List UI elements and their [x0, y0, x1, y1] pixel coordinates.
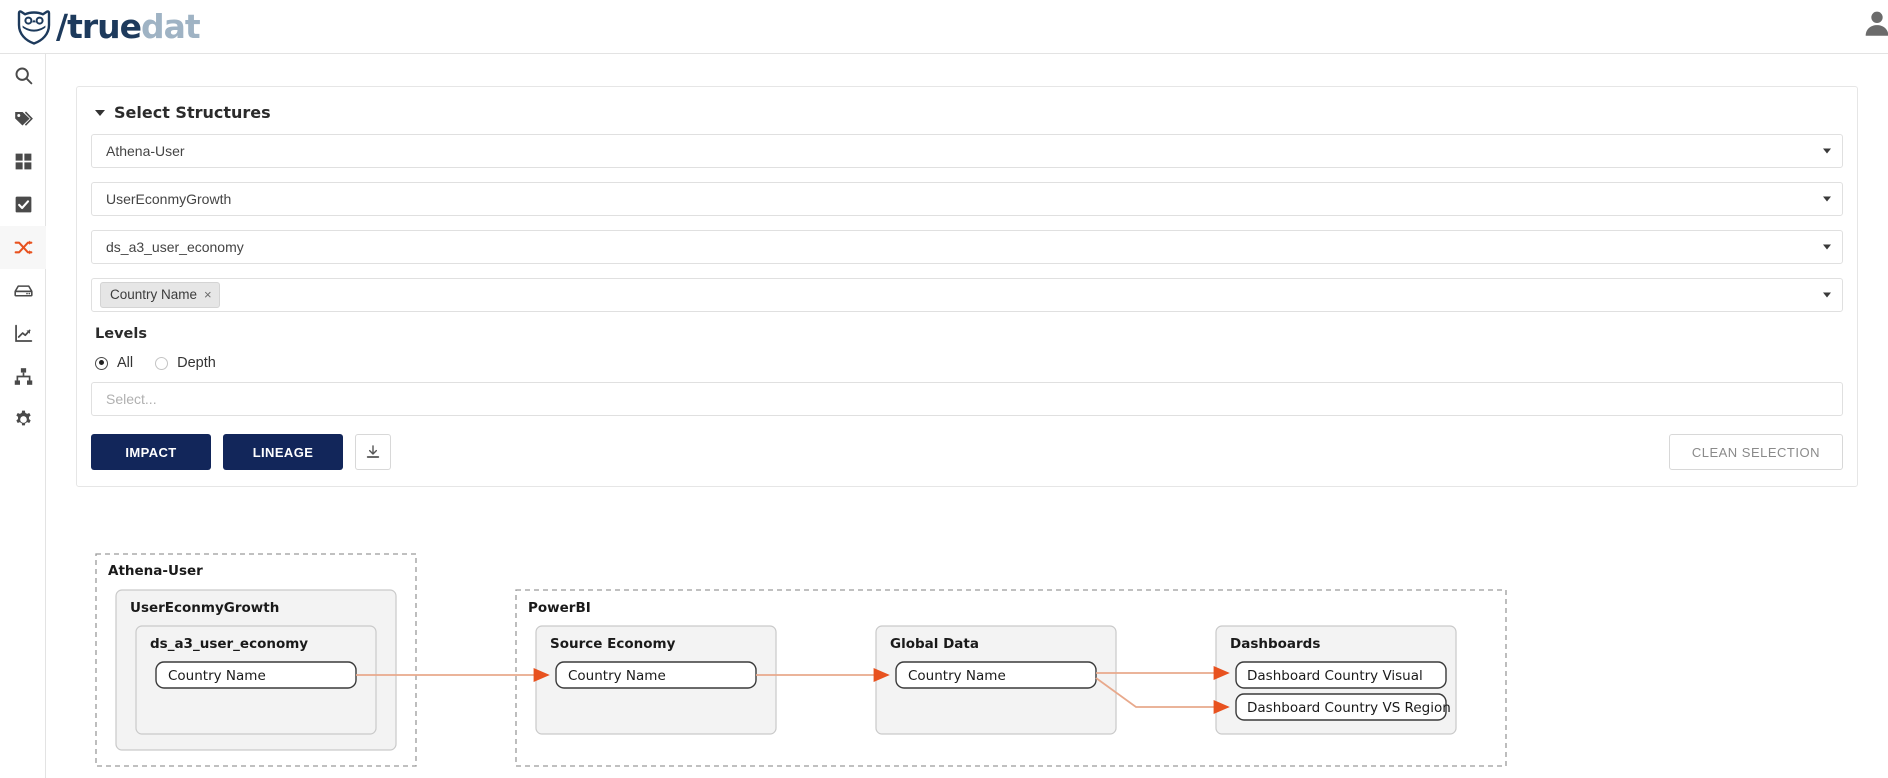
sidebar-item-quality[interactable]	[0, 183, 46, 226]
search-icon	[15, 67, 32, 85]
field-label-country-name-source: Country Name	[568, 668, 666, 684]
select-structure-value: ds_a3_user_economy	[106, 239, 244, 255]
select-structure[interactable]: ds_a3_user_economy	[91, 230, 1843, 264]
download-icon	[366, 445, 380, 458]
field-box-country-name-global[interactable]	[895, 661, 1097, 689]
radio-all-label: All	[117, 355, 134, 371]
system-label-powerbi: PowerBI	[528, 600, 591, 616]
sidebar-item-hierarchy[interactable]	[0, 355, 46, 398]
sidebar-item-domains[interactable]	[0, 140, 46, 183]
select-structures-panel: Select Structures Athena-User UserEconmy…	[76, 86, 1858, 487]
chevron-down-icon	[1823, 148, 1831, 154]
lineage-button[interactable]: LINEAGE	[223, 434, 343, 470]
levels-radio-group: All Depth	[95, 355, 1843, 371]
lineage-graph[interactable]: Athena-User UserEconmyGrowth ds_a3_user_…	[46, 542, 1888, 778]
shuffle-icon	[14, 240, 32, 255]
radio-depth[interactable]	[155, 356, 169, 370]
system-box-powerbi	[515, 589, 1507, 767]
select-system-value: Athena-User	[106, 143, 185, 159]
chevron-down-icon	[1823, 244, 1831, 250]
sidebar-item-metrics[interactable]	[0, 312, 46, 355]
chevron-down-icon	[1823, 196, 1831, 202]
field-label-dashboard-country-vs-region: Dashboard Country VS Region	[1247, 700, 1451, 716]
sidebar-item-tags[interactable]	[0, 97, 46, 140]
panel-header-toggle[interactable]: Select Structures	[91, 103, 1843, 122]
top-bar: /truedat	[0, 0, 1888, 54]
depth-input[interactable]	[106, 391, 1828, 407]
checkbox-icon	[15, 196, 31, 213]
user-avatar-icon[interactable]	[1860, 6, 1888, 40]
tags-icon	[14, 111, 33, 126]
group-label-global-data: Global Data	[890, 636, 979, 652]
logo-true: true	[67, 6, 142, 46]
system-box-athena	[95, 553, 417, 767]
select-group-value: UserEconmyGrowth	[106, 191, 232, 207]
chevron-down-icon	[95, 109, 105, 116]
radio-all[interactable]	[95, 356, 108, 370]
depth-select[interactable]	[91, 382, 1843, 416]
chevron-down-icon	[1823, 292, 1831, 298]
levels-label: Levels	[95, 326, 147, 342]
group-label-dashboards: Dashboards	[1230, 636, 1320, 652]
clean-selection-button[interactable]: CLEAN SELECTION	[1668, 434, 1843, 470]
owl-logo-icon	[17, 10, 51, 45]
sitemap-icon	[14, 368, 32, 385]
logo-slash: /	[56, 6, 68, 46]
app-logo[interactable]: /truedat	[14, 4, 201, 48]
download-button[interactable]	[355, 434, 391, 470]
select-system[interactable]: Athena-User	[91, 134, 1843, 168]
left-sidebar	[0, 54, 46, 778]
radio-depth-label: Depth	[177, 355, 216, 371]
impact-button[interactable]: IMPACT	[91, 434, 211, 470]
group-label-source-economy: Source Economy	[550, 636, 676, 652]
page-title: Select Structures	[114, 103, 271, 122]
group-label-ds-a3-user-economy: ds_a3_user_economy	[150, 636, 308, 652]
main-content: Select Structures Athena-User UserEconmy…	[46, 54, 1888, 778]
close-icon[interactable]: ×	[204, 287, 212, 303]
sidebar-item-settings[interactable]	[0, 398, 46, 441]
gear-icon	[15, 410, 31, 426]
sidebar-item-lineage[interactable]	[0, 226, 46, 269]
field-label-dashboard-country-visual: Dashboard Country Visual	[1247, 668, 1423, 684]
field-label-country-name-global: Country Name	[908, 668, 1006, 684]
sidebar-item-search[interactable]	[0, 54, 46, 97]
logo-dat: dat	[141, 6, 201, 46]
grid-icon	[15, 153, 31, 170]
edge-global-to-vs-region	[1095, 677, 1230, 715]
field-box-dashboard-country-visual[interactable]	[1235, 661, 1447, 689]
group-label-usereconmygrowth: UserEconmyGrowth	[130, 600, 279, 616]
chart-icon	[14, 324, 32, 342]
field-chip[interactable]: Country Name ×	[100, 282, 220, 308]
select-fields[interactable]: Country Name ×	[91, 278, 1843, 312]
select-group[interactable]: UserEconmyGrowth	[91, 182, 1843, 216]
field-chip-label: Country Name	[110, 287, 198, 303]
system-label-athena: Athena-User	[108, 563, 203, 579]
field-label-country-name-athena: Country Name	[168, 668, 266, 684]
field-box-dashboard-country-vs-region[interactable]	[1235, 693, 1447, 721]
database-icon	[13, 285, 33, 297]
sidebar-item-sources[interactable]	[0, 269, 46, 312]
action-button-row: IMPACT LINEAGE CLEAN SELECTION	[91, 434, 1843, 470]
